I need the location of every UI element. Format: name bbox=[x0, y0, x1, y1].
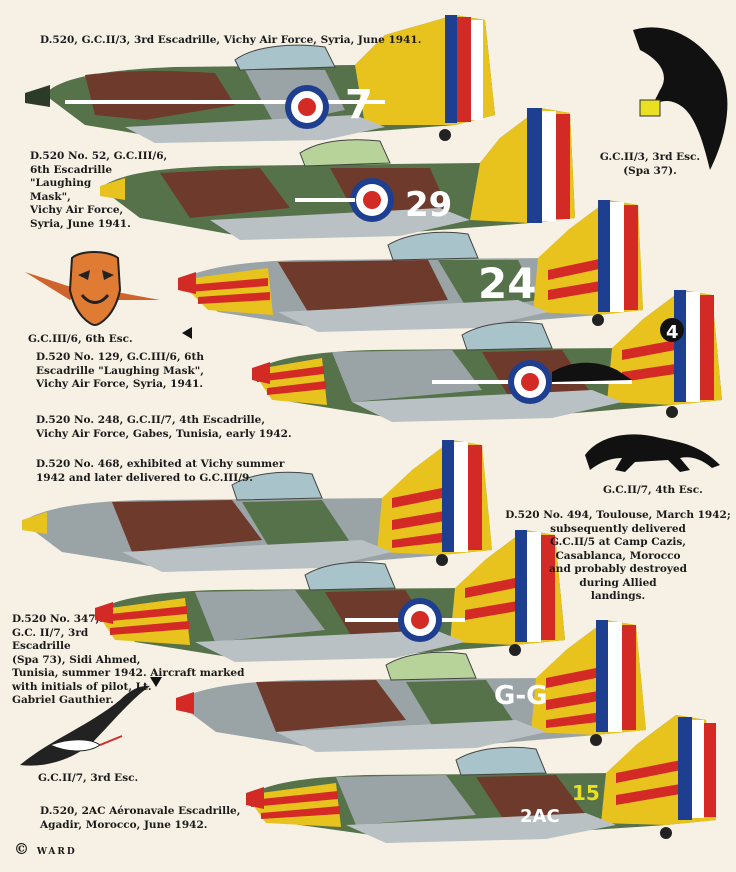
black-panther-insignia-icon bbox=[585, 434, 720, 472]
aircraft-8 bbox=[246, 715, 716, 843]
aircraft-4 bbox=[252, 290, 722, 422]
caption-aircraft-4: D.520 No. 248, G.C.II/7, 4th Escadrille,… bbox=[36, 414, 292, 440]
code-a1: 7 bbox=[345, 82, 373, 128]
insignia-caption-mask: G.C.III/6, 6th Esc. bbox=[28, 333, 133, 345]
artist-signature: © WARD bbox=[14, 840, 77, 858]
aircraft-6 bbox=[95, 530, 565, 662]
copyright-symbol: © bbox=[14, 840, 31, 858]
code-a4: 4 bbox=[666, 322, 679, 343]
insignia-caption-stork: G.C.II/7, 3rd Esc. bbox=[38, 772, 139, 784]
caption-aircraft-2: D.520 No. 52, G.C.III/6, 6th Escadrille … bbox=[30, 150, 168, 230]
laughing-mask-insignia-icon bbox=[25, 251, 160, 327]
pointer-marker bbox=[182, 327, 192, 339]
pointer-marker bbox=[150, 677, 162, 687]
caption-aircraft-3: D.520 No. 129, G.C.III/6, 6th Escadrille… bbox=[36, 351, 204, 390]
code-a3: 24 bbox=[478, 259, 536, 308]
caption-aircraft-5: D.520 No. 468, exhibited at Vichy summer… bbox=[36, 458, 285, 484]
code-a8a: 2AC bbox=[520, 806, 560, 827]
caption-aircraft-7: D.520 No. 347, G.C. II/7, 3rd Escadrille… bbox=[12, 613, 245, 706]
stork-insignia-icon bbox=[20, 685, 150, 766]
aircraft-2 bbox=[100, 108, 575, 240]
insignia-caption-spa37: G.C.II/3, 3rd Esc. (Spa 37). bbox=[599, 151, 701, 177]
code-a8b: 15 bbox=[572, 781, 600, 805]
aircraft-3 bbox=[178, 200, 643, 332]
aircraft-1 bbox=[25, 15, 495, 143]
code-a2: 29 bbox=[405, 185, 452, 225]
caption-aircraft-1: D.520, G.C.II/3, 3rd Escadrille, Vichy A… bbox=[40, 34, 422, 46]
signature-text: WARD bbox=[36, 847, 77, 857]
caption-aircraft-6: D.520 No. 494, Toulouse, March 1942; sub… bbox=[505, 509, 731, 602]
caption-aircraft-8: D.520, 2AC Aéronavale Escadrille, Agadir… bbox=[40, 805, 241, 831]
aircraft-7 bbox=[176, 620, 646, 752]
aircraft-5 bbox=[22, 440, 492, 572]
code-a7: G-G bbox=[494, 681, 547, 711]
spa37-insignia-icon bbox=[633, 27, 728, 170]
insignia-caption-panther: G.C.II/7, 4th Esc. bbox=[603, 484, 703, 496]
